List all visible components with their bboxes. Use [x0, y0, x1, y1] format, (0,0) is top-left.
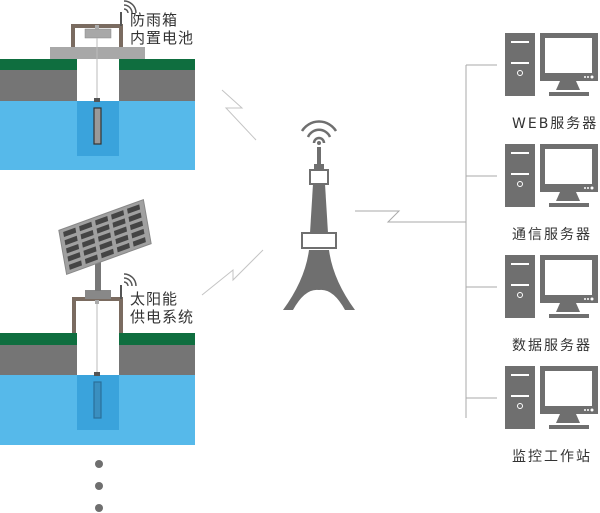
more-stations-ellipsis-icon [95, 460, 103, 512]
solar-cell [83, 246, 97, 256]
cable-connector [95, 25, 99, 29]
solar-cell [79, 221, 93, 232]
station-2-label-line2: 供电系统 [130, 308, 195, 326]
solar-cell [113, 226, 128, 236]
wireless-link-station-1 [221, 89, 257, 141]
solar-panel-icon [58, 198, 152, 276]
solar-cell [116, 242, 130, 253]
solar-cell [68, 260, 83, 270]
solar-cell [99, 240, 113, 250]
solar-cell [80, 229, 94, 240]
solar-cell [66, 243, 80, 254]
server-label-data: 数据服务器 [512, 338, 592, 354]
solar-cell [100, 248, 114, 259]
solar-cell [131, 228, 145, 239]
panel-base [85, 290, 111, 299]
well-shaft [77, 333, 119, 375]
solar-cell [127, 204, 141, 214]
solar-cell [95, 215, 109, 226]
server-computer-icon [505, 33, 598, 96]
solar-cell [97, 232, 112, 242]
server-label-communication: 通信服务器 [512, 227, 592, 243]
cable-connector [95, 300, 99, 304]
wireless-link-station-2 [201, 249, 264, 296]
network-bus [465, 64, 497, 418]
station-2-label-line1: 太阳能 [130, 290, 179, 308]
server-label-web: WEB服务器 [512, 116, 599, 132]
solar-cell [67, 252, 81, 262]
sensor-cap [94, 372, 100, 376]
battery-icon [84, 28, 112, 39]
solar-cell [81, 238, 96, 248]
wifi-signal-icon [123, 0, 137, 14]
station-1-label-line2: 内置电池 [130, 29, 195, 47]
solar-cell [129, 220, 144, 231]
solar-cell [115, 234, 129, 245]
water-level-sensor-icon [93, 381, 102, 419]
server-computer-icon [505, 144, 598, 207]
well-shaft [77, 59, 119, 101]
solar-cell [111, 210, 125, 220]
solar-cell [96, 224, 110, 234]
panel-pole [95, 255, 101, 291]
solar-cell [128, 212, 142, 222]
server-computer-icon [505, 366, 598, 429]
water-level-sensor-icon [93, 107, 102, 145]
server-label-monitoring: 监控工作站 [512, 449, 592, 465]
solar-cell [84, 254, 98, 265]
server-computer-icon [505, 255, 598, 318]
solar-cell [64, 235, 78, 246]
solar-cell [132, 237, 146, 247]
solar-cell [63, 227, 77, 238]
station-1-label-line1: 防雨箱 [130, 11, 179, 29]
wireless-tower-icon [283, 120, 355, 310]
station-1 [0, 0, 195, 170]
sensor-cap [94, 98, 100, 102]
solar-cell [112, 218, 126, 228]
station-2 [0, 198, 195, 445]
wireless-link-network [355, 210, 466, 223]
wifi-signal-icon [123, 273, 137, 287]
